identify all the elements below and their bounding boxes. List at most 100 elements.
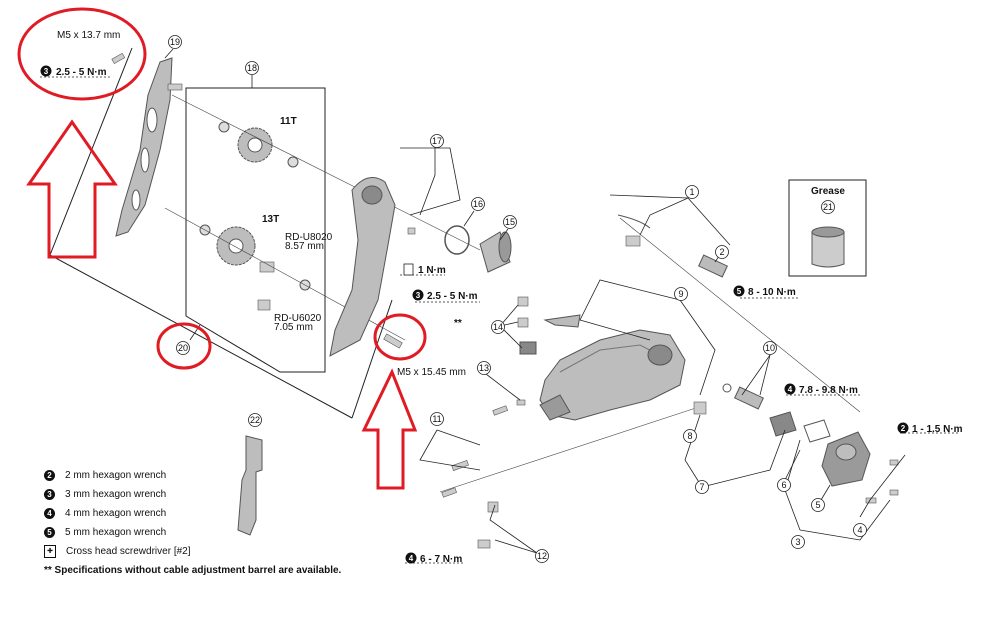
cable-parts-14: [517, 296, 581, 355]
tool-legend: 2 2 mm hexagon wrench 3 3 mm hexagon wrenc…: [44, 466, 341, 580]
legend-badge-3: 3: [44, 489, 55, 500]
grease-title: Grease: [811, 186, 845, 197]
part-19-label: 19: [170, 37, 180, 47]
b-tension-10: [722, 383, 764, 410]
part-4-label: 4: [857, 525, 862, 535]
tension-pulley: [199, 224, 311, 311]
tool-badge-part-2-num: 5: [737, 287, 742, 296]
leader-lines: [164, 48, 906, 554]
legend-text-screwdriver: Cross head screwdriver [#2]: [66, 546, 191, 557]
tool-badge-bolt-19-num: 3: [44, 67, 49, 76]
legend-text-2mm: 2 mm hexagon wrench: [65, 470, 167, 481]
bolt-19: [111, 52, 126, 65]
double-star-mark: **: [454, 318, 462, 329]
tool-badge-part-10: [784, 383, 796, 395]
part-14-label: 14: [493, 322, 503, 332]
part-20-label: 20: [178, 343, 188, 353]
bolt-12: [477, 501, 499, 549]
clip-1: [617, 214, 651, 247]
part-2-label: 2: [719, 247, 724, 257]
grease-box: [788, 179, 867, 277]
bolt-pivot-torque: 2.5 - 5 N·m: [427, 291, 478, 302]
plate-22: [237, 435, 263, 536]
legend-badge-5: 5: [44, 527, 55, 538]
part-4-torque: 1 - 1.5 N·m: [912, 424, 963, 435]
legend-badge-2: 2: [44, 470, 55, 481]
tool-badge-pivot: [412, 289, 424, 301]
annotation-circle-pivot-bolt: [373, 313, 427, 361]
pulley-top-teeth: 11T: [280, 116, 297, 127]
part-6-label: 6: [781, 480, 786, 490]
annotation-arrow-up-center: [361, 368, 418, 490]
spacer-u6020-model: RD-U6020: [274, 313, 322, 324]
spacer-u6020-len: 7.05 mm: [274, 322, 313, 333]
part-3-label: 3: [795, 537, 800, 547]
screwdriver-legend-icon: ✚: [44, 545, 56, 558]
part-7-label: 7: [699, 482, 704, 492]
tool-badge-part-4-num: 2: [901, 424, 906, 433]
part-7-8: [693, 401, 797, 437]
spacer-u8020-model: RD-U8020: [285, 232, 333, 243]
legend-row-3mm: 3 3 mm hexagon wrench: [44, 485, 341, 504]
part-number-texts: 19 18 17 16 15 1 2 21 9 14 13 10 11 8 7 …: [170, 37, 863, 561]
annotation-arrow-up-left: [26, 119, 118, 259]
tool-badge-bolt-19: [40, 65, 52, 77]
part-17-label: 17: [432, 136, 442, 146]
part-2-torque: 8 - 10 N·m: [748, 287, 796, 298]
part-15-label: 15: [505, 217, 515, 227]
annotation-circle-bolt-19: [17, 7, 147, 101]
legend-text-3mm: 3 mm hexagon wrench: [65, 489, 167, 500]
red-annotations: [17, 7, 427, 490]
screwdriver-icon: [403, 263, 414, 276]
pivot-bolt: [383, 333, 403, 349]
cover-3: [803, 419, 899, 504]
part-16-label: 16: [473, 199, 483, 209]
part-10-label: 10: [765, 343, 775, 353]
part-5-label: 5: [815, 500, 820, 510]
part-12-torque: 6 - 7 N·m: [420, 554, 462, 565]
legend-note: ** Specifications without cable adjustme…: [44, 565, 342, 576]
bolt-pivot-size: M5 x 15.45 mm: [397, 367, 466, 378]
cage-plate-inner: [329, 177, 416, 357]
legend-badge-4: 4: [44, 508, 55, 519]
guide-pulley: [218, 121, 299, 168]
part-8-label: 8: [687, 431, 692, 441]
legend-row-4mm: 4 4 mm hexagon wrench: [44, 504, 341, 523]
tool-badge-part-4: [897, 422, 909, 434]
part-22-label: 22: [250, 415, 260, 425]
part-21-label: 21: [823, 202, 833, 212]
screw-17-torque: 1 N·m: [418, 265, 446, 276]
part-1-label: 1: [689, 187, 694, 197]
torque-underlines: [40, 76, 958, 564]
tool-badge-part-12-num: 4: [409, 554, 414, 563]
bolt-13: [492, 399, 526, 416]
part-9-label: 9: [678, 289, 683, 299]
legend-row-5mm: 5 5 mm hexagon wrench: [44, 523, 341, 542]
legend-row-2mm: 2 2 mm hexagon wrench: [44, 466, 341, 485]
legend-row-screwdriver: ✚ Cross head screwdriver [#2]: [44, 542, 341, 561]
part-13-label: 13: [479, 363, 489, 373]
tool-badge-pivot-num: 3: [416, 291, 421, 300]
tool-badge-part-10-num: 4: [788, 385, 793, 394]
cage-plate-outer: [115, 57, 183, 237]
part-11-label: 11: [432, 414, 441, 424]
tool-badge-part-12: [405, 552, 417, 564]
spacer-u8020-len: 8.57 mm: [285, 241, 324, 252]
tool-badge-part-2: [733, 285, 745, 297]
legend-text-5mm: 5 mm hexagon wrench: [65, 527, 167, 538]
part-18-label: 18: [247, 63, 257, 73]
pulley-bottom-teeth: 13T: [262, 214, 279, 225]
bolts-11: [441, 459, 469, 498]
assembly-bracket-lines: [49, 47, 393, 419]
part-12-label: 12: [537, 551, 547, 561]
bolt-19-size: M5 x 13.7 mm: [57, 30, 120, 41]
bolt-19-torque: 2.5 - 5 N·m: [56, 67, 107, 78]
bushing-15: [479, 231, 512, 273]
part-number-callouts: [168, 35, 867, 563]
derailleur-body: [539, 329, 686, 421]
annotation-circle-part-20: [156, 322, 212, 370]
spring-16: [444, 225, 470, 255]
legend-text-4mm: 4 mm hexagon wrench: [65, 508, 167, 519]
part-10-torque: 7.8 - 9.8 N·m: [799, 385, 858, 396]
